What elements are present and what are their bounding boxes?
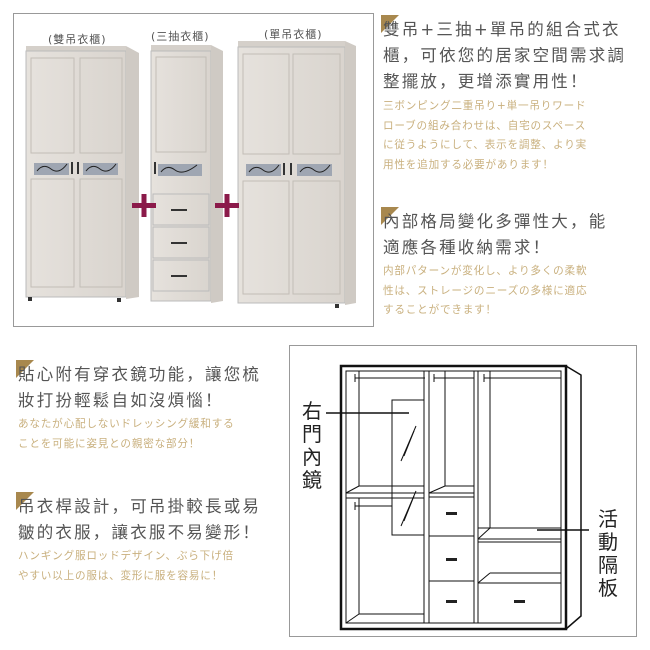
product-label-single: (單吊衣櫃) — [264, 28, 323, 41]
wardrobes-illustration — [25, 41, 356, 308]
accent-corner-icon — [381, 207, 399, 225]
feature-heading: 吊衣桿設計，可吊掛較長或易皺的衣服，讓衣服不易變形！ — [18, 497, 262, 542]
feature-japanese: ハンギング服ロッドデザイン、ぶら下げ倍やすい以上の服は、変形に服を容易に！ — [18, 550, 234, 582]
feature-heading: 內部格局變化多彈性大，能適應各種收納需求！ — [383, 212, 608, 257]
feature-japanese: 内部パターンが変化し、より多くの柔軟性は、ストレージのニーズの多様に適応すること… — [383, 265, 588, 316]
plus-icon — [215, 194, 239, 217]
three-drawer-wardrobe — [150, 45, 223, 303]
product-label-three-drawer: (三抽衣櫃) — [151, 30, 210, 43]
product-label-double: (雙吊衣櫃) — [48, 33, 107, 46]
double-hanging-wardrobe — [25, 46, 139, 302]
accent-corner-icon — [16, 492, 34, 510]
product-combination-panel: (雙吊衣櫃) (三抽衣櫃) (單吊衣櫃) — [13, 13, 374, 327]
feature-heading: 雙吊+三抽+單吊的組合式衣櫃，可依您的居家空間需求調整擺放，更增添實用性！ — [383, 20, 627, 91]
plus-icon — [132, 194, 156, 217]
accent-corner-icon — [16, 360, 34, 378]
interior-diagram — [326, 364, 589, 631]
mirror — [391, 399, 425, 536]
feature-flexible-layout: 內部格局變化多彈性大，能適應各種收納需求！ 内部パターンが変化し、より多くの柔軟… — [381, 207, 608, 321]
accent-corner-icon — [381, 15, 399, 33]
adjustable-shelf-label: 活動隔板 — [598, 507, 618, 600]
feature-mirror: 貼心附有穿衣鏡功能，讓您梳妝打扮輕鬆自如沒煩惱！ あなたが心配しないドレッシング… — [16, 360, 262, 454]
feature-japanese: あなたが心配しないドレッシング緩和することを可能に姿見との親密な部分！ — [18, 418, 235, 450]
single-hanging-wardrobe — [237, 41, 356, 308]
interior-diagram-panel: 右門內鏡 活動隔板 — [289, 345, 637, 637]
feature-heading: 貼心附有穿衣鏡功能，讓您梳妝打扮輕鬆自如沒煩惱！ — [18, 365, 262, 410]
feature-japanese: 三ボンピング二重吊り+単一吊りワードローブの組み合わせは、自宅のスペースに従うよ… — [383, 100, 588, 171]
feature-hanging-rod: 吊衣桿設計，可吊掛較長或易皺的衣服，讓衣服不易變形！ ハンギング服ロッドデザイン… — [16, 492, 262, 586]
mirror-label: 右門內鏡 — [302, 399, 322, 492]
feature-combination: 雙吊+三抽+單吊的組合式衣櫃，可依您的居家空間需求調整擺放，更增添實用性！ 三ボ… — [381, 15, 627, 175]
